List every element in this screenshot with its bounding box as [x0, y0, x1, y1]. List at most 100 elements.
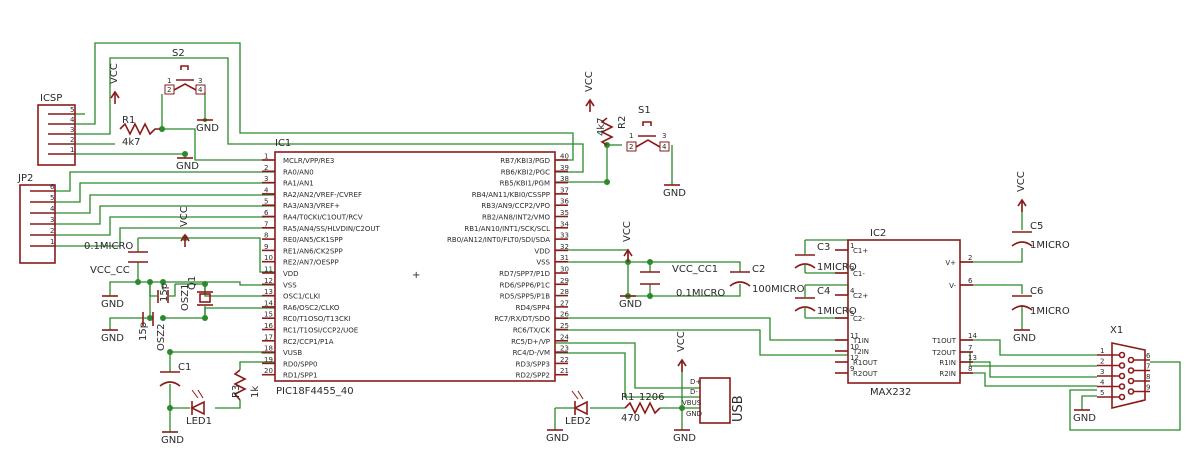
jp2-pin-number: 5 — [50, 194, 54, 202]
gnd-label: GND — [196, 123, 219, 134]
ic1-pin-number: 38 — [560, 175, 569, 183]
ic1-pin-number: 5 — [264, 198, 268, 206]
x1-pin-contact — [1127, 388, 1135, 395]
r1-bot-val: 470 — [621, 413, 640, 424]
cap-15p-b: 15p — [138, 322, 149, 341]
ic2-pin-number: 5 — [850, 310, 854, 318]
ic1-pin-number: 7 — [264, 220, 268, 228]
ic2-pin-name: C2- — [853, 315, 865, 323]
ic1-pin-name: VUSB — [283, 349, 302, 357]
ic1-pin-number: 17 — [264, 333, 273, 341]
ic1-pin-number: 26 — [560, 311, 569, 319]
ic1-pin-name: RE2/AN7/OESPP — [283, 259, 339, 267]
ic1-pin-name: RC6/TX/CK — [513, 327, 551, 335]
s1-pin-1: 1 — [629, 132, 633, 140]
c3-ref: C3 — [817, 242, 830, 253]
ic1-pin-name: RD7/SPP7/P1D — [499, 270, 550, 278]
ic2-pin-number: 9 — [850, 365, 854, 373]
ic1-pin-number: 24 — [560, 333, 569, 341]
switch-s2: S2 1 2 3 4 — [164, 48, 206, 95]
x1-pin-contact — [1127, 356, 1135, 364]
ic2-pin-name: T1IN — [852, 337, 869, 345]
ic1-pin-number: 22 — [560, 356, 569, 364]
ic2-chip: IC2 MAX232 1C1+3C1-4C2+5C2-11T1IN10T2IN1… — [835, 228, 977, 398]
ic1-pin-name: RD3/SPP3 — [516, 360, 550, 368]
ic1-pin-name: RD0/SPP0 — [283, 360, 317, 368]
q1-ref: Q1 — [187, 276, 198, 290]
ic2-pin-number: 8 — [968, 365, 972, 373]
usb-dp: D+ — [690, 378, 701, 386]
jp2-ref: JP2 — [17, 173, 33, 184]
vcc-label: VCC — [179, 206, 190, 227]
gnd-symbol: GND — [1073, 409, 1096, 424]
gnd-symbol: GND — [546, 429, 569, 444]
ic2-pin-number: 10 — [850, 343, 859, 351]
x1-pin-contact — [1118, 383, 1126, 390]
gnd-label: GND — [176, 161, 199, 172]
ic1-chip: IC1 PIC18F4455_40 + 1MCLR/VPP/RE32RA0/AN… — [262, 138, 569, 397]
ic1-pin-number: 33 — [560, 232, 569, 240]
ic1-pin-number: 37 — [560, 186, 569, 194]
x1-pin-number: 7 — [1146, 363, 1150, 371]
ic1-pin-number: 3 — [264, 175, 268, 183]
r1-top-val: 4k7 — [122, 137, 141, 148]
ic1-pin-name: RB4/AN11/KBI0/CSSPP — [472, 191, 550, 199]
capacitor-cc1: VCC_CC1 0.1MICRO — [640, 264, 725, 299]
ic1-pin-number: 28 — [560, 288, 569, 296]
vcc-symbol: VCC — [1016, 171, 1027, 212]
x1-ref: X1 — [1110, 325, 1123, 336]
ic1-pin-name: RA0/AN0 — [283, 168, 314, 176]
c-cc1-val: 0.1MICRO — [676, 288, 725, 299]
ic1-pin-name: RD1/SPP1 — [283, 372, 317, 380]
x1-pin-number: 1 — [1100, 347, 1104, 355]
vcc-symbol: VCC — [109, 63, 120, 104]
ic1-pin-number: 23 — [560, 345, 569, 353]
icsp-pin-number: 2 — [70, 136, 74, 144]
gnd-label: GND — [1073, 413, 1096, 424]
capacitor-c2: C2 100MICRO — [729, 264, 805, 295]
x1-pin-contact — [1127, 367, 1135, 374]
ic1-pin-name: RC1/T1OSI/CCP2/UOE — [283, 327, 358, 335]
x1-pin-contact — [1127, 377, 1135, 385]
vcc-label: VCC — [1016, 171, 1027, 192]
ic1-pin-name: RC4/D-/VM — [513, 349, 550, 357]
ic1-pin-name: VDD — [534, 247, 550, 255]
ic2-pin-name: R1IN — [939, 359, 956, 367]
ic2-left-pins: 1C1+3C1-4C2+5C2-11T1IN10T2IN12R1OUT9R2OU… — [835, 242, 878, 378]
ic2-pin-name: C1- — [853, 270, 865, 278]
gnd-symbol: GND — [176, 157, 199, 172]
x1-pin-contact — [1118, 351, 1126, 359]
ic1-pin-name: RA5/AN4/SS/HLVDIN/C2OUT — [283, 225, 380, 233]
wire-net — [55, 42, 1181, 432]
ic1-pin-name: RA3/AN3/VREF+ — [283, 202, 340, 210]
osz2-ref: OSZ2 — [156, 324, 167, 351]
ic1-pin-number: 36 — [560, 198, 569, 206]
ic1-pin-number: 20 — [264, 367, 273, 375]
x1-pin-number: 8 — [1146, 373, 1150, 381]
ic2-pin-number: 6 — [968, 277, 973, 285]
s1-pin-2: 2 — [629, 143, 633, 151]
ic1-ref: IC1 — [275, 138, 291, 149]
ic1-pin-name: RC2/CCP1/P1A — [283, 338, 334, 346]
ic1-pin-name: RD5/SPP5/P1B — [500, 293, 550, 301]
ic1-pin-name: RE1/AN6/CK2SPP — [283, 247, 343, 255]
x1-pin-number: 9 — [1146, 384, 1150, 392]
jp2-pin-number: 2 — [50, 227, 54, 235]
s2-pin-4: 4 — [198, 86, 203, 94]
capacitor-c1: C1 — [159, 362, 191, 387]
ic2-pin-number: 7 — [968, 344, 972, 352]
led2-ref: LED2 — [565, 416, 591, 427]
led1: LED1 — [186, 389, 212, 427]
ic2-value: MAX232 — [870, 387, 911, 398]
gnd-symbol: GND — [673, 429, 696, 444]
gnd-label: GND — [673, 433, 696, 444]
capacitor-c3: C3 1MICRO — [794, 240, 857, 273]
capacitor-c4: C4 1MICRO — [794, 285, 857, 318]
ic1-pin-number: 18 — [264, 345, 273, 353]
resistor-r2: 4k7 R2 — [596, 116, 628, 146]
gnd-symbol: GND — [619, 295, 642, 310]
ic1-pin-name: RB0/AN12/INT0/FLT0/SDI/SDA — [447, 236, 550, 244]
ic2-pin-number: 12 — [850, 354, 859, 362]
ic2-pin-number: 4 — [850, 287, 855, 295]
